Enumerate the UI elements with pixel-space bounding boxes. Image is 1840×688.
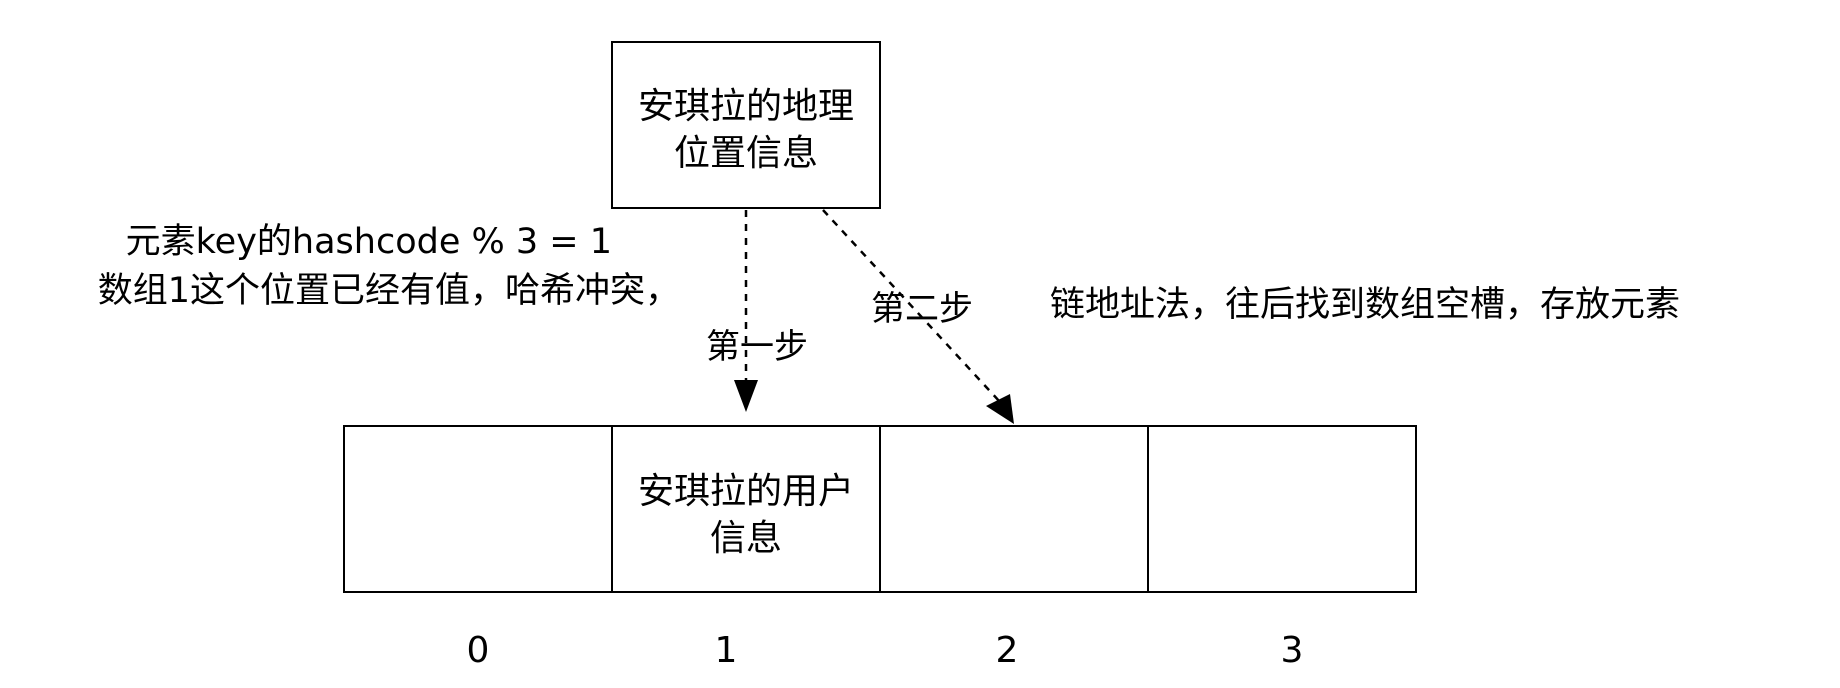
array-cell-1-label-line1: 安琪拉的用户 <box>638 471 854 512</box>
step2-label: 第二步 <box>871 289 973 329</box>
step2-arrow <box>822 209 1014 424</box>
collision-note-line2: 数组1这个位置已经有值，哈希冲突， <box>98 271 680 311</box>
step1-label: 第一步 <box>706 327 808 367</box>
array-cell-3 <box>1147 425 1417 593</box>
array-cell-1-label-line2: 信息 <box>710 518 782 559</box>
step1-arrow <box>734 210 758 412</box>
step1-arrow-head <box>734 380 758 412</box>
array-cell-0 <box>343 425 613 593</box>
array-index-2: 2 <box>996 630 1019 671</box>
collision-note: 元素key的hashcode % 3 = 1 数组1这个位置已经有值，哈希冲突， <box>98 222 680 311</box>
array-cell-1: 安琪拉的用户 信息 <box>611 425 881 593</box>
source-element-box <box>611 41 881 209</box>
array-cell-0-box <box>343 425 613 593</box>
array-cell-3-box <box>1147 425 1417 593</box>
resolution-note: 链地址法，往后找到数组空槽，存放元素 <box>1050 285 1680 325</box>
array-indices: 0 1 2 3 <box>467 630 1304 671</box>
step2-arrow-head <box>986 394 1014 424</box>
step2-arrow-line <box>822 209 1001 403</box>
hash-array: 安琪拉的用户 信息 <box>343 425 1417 593</box>
collision-note-line1: 元素key的hashcode % 3 = 1 <box>126 222 612 262</box>
array-index-3: 3 <box>1281 630 1304 671</box>
array-index-0: 0 <box>467 630 490 671</box>
array-cell-2 <box>879 425 1149 593</box>
source-element-node: 安琪拉的地理 位置信息 <box>611 41 881 209</box>
array-cell-2-box <box>879 425 1149 593</box>
source-element-label-line1: 安琪拉的地理 <box>638 86 854 127</box>
source-element-label-line2: 位置信息 <box>674 133 818 174</box>
array-index-1: 1 <box>715 630 738 671</box>
